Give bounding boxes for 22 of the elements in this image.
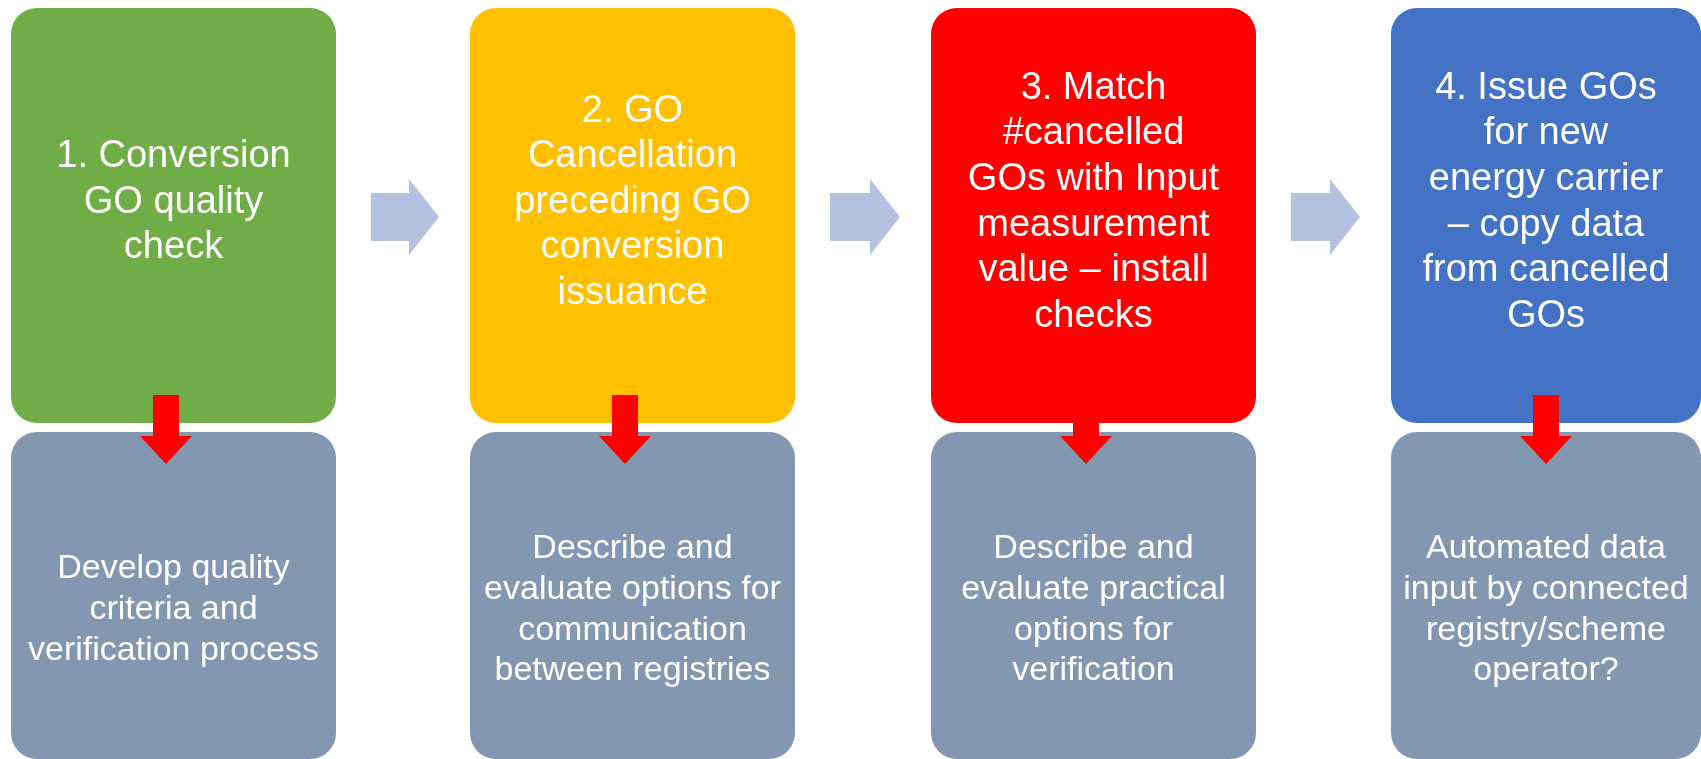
box-text: 3. Match #cancelled GOs with Input measurement value – install checks (966, 63, 1221, 337)
block-arrow (140, 395, 192, 464)
block-arrow (1291, 179, 1360, 255)
task-box (1391, 432, 1701, 759)
step-box (931, 8, 1256, 423)
block-arrow (371, 179, 439, 255)
block-arrow (830, 179, 900, 255)
block-arrow (599, 395, 651, 464)
block-arrow (1520, 395, 1572, 464)
task-box (11, 432, 336, 759)
box-text: Describe and evaluate options for communication between registries (483, 525, 782, 690)
box-text: Develop quality criteria and verification process (27, 546, 320, 669)
box-text: Describe and evaluate practical options for verification (960, 525, 1227, 690)
box-text: 4. Issue GOs for new energy carrier – copy data from cancelled GOs (1421, 63, 1671, 337)
task-box (931, 432, 1256, 759)
task-box (470, 432, 795, 759)
step-box (1391, 8, 1701, 423)
box-text: Automated data input by connected registry/scheme operator? (1402, 525, 1690, 690)
box-text: 1. Conversion GO quality check (55, 132, 292, 269)
box-text: 2. GO Cancellation preceding GO conversion issuance (513, 86, 752, 314)
step-box (470, 8, 795, 423)
step-box (11, 8, 336, 423)
